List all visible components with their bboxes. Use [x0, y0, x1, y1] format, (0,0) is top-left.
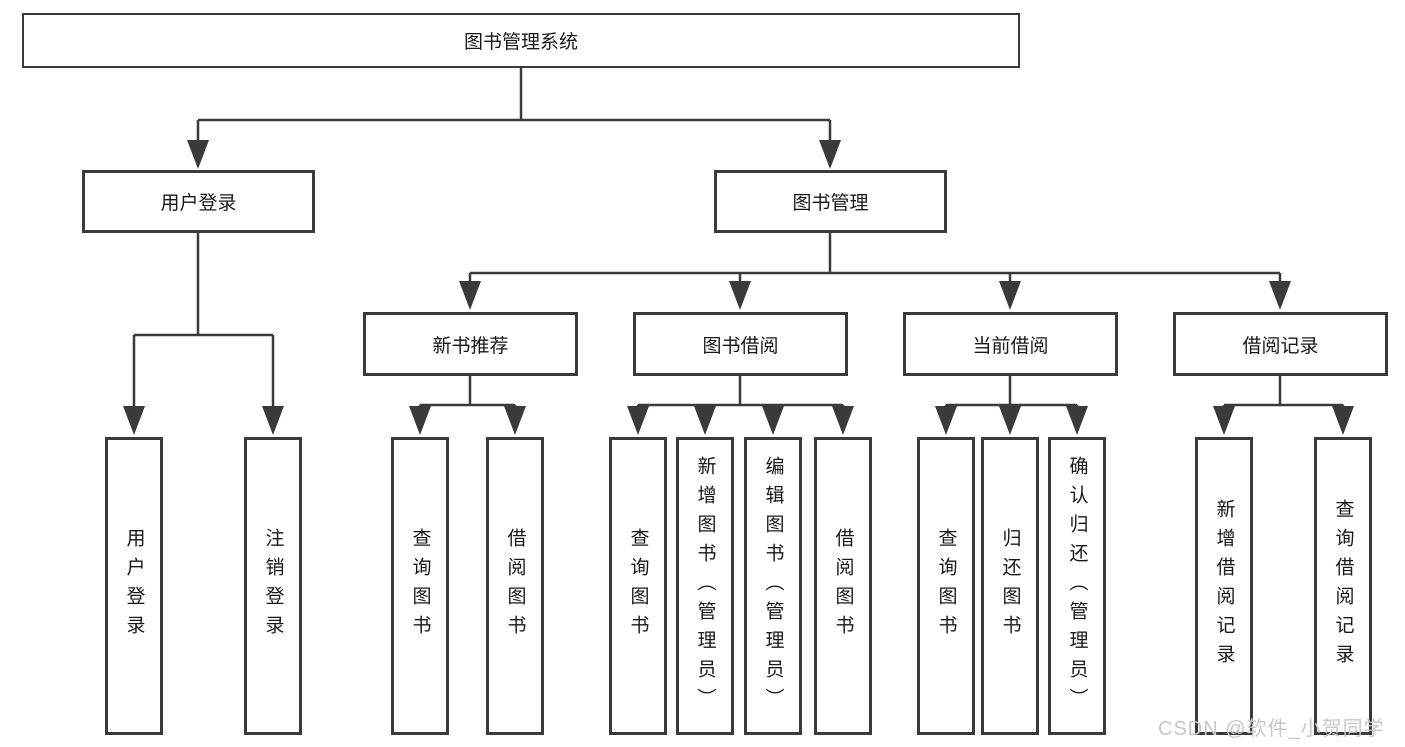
leaf-return-books-label: 归还图书 [999, 528, 1021, 644]
node-user-login-label: 用户登录 [160, 193, 237, 214]
leaf-search-books-current-label: 查询图书 [935, 528, 957, 644]
node-root-system: 图书管理系统 [22, 13, 1020, 68]
node-book-borrow: 图书借阅 [633, 312, 848, 376]
node-user-login: 用户登录 [82, 170, 315, 233]
node-root-label: 图书管理系统 [463, 32, 578, 53]
leaf-borrow-books: 借阅图书 [814, 437, 872, 735]
leaf-confirm-return-admin-label: 确认归还（管理员） [1066, 455, 1088, 717]
node-borrow-records: 借阅记录 [1173, 312, 1388, 376]
leaf-add-books-admin: 新增图书（管理员） [676, 437, 734, 735]
csdn-watermark: CSDN @软件_小贺同学 [1158, 718, 1385, 740]
leaf-add-books-admin-label: 新增图书（管理员） [694, 455, 716, 717]
node-current-borrow-label: 当前借阅 [972, 335, 1049, 357]
leaf-search-books-recommend: 查询图书 [391, 437, 449, 735]
leaf-logout-label: 注销登录 [262, 528, 284, 644]
leaf-user-login: 用户登录 [105, 437, 163, 735]
leaf-edit-books-admin-label: 编辑图书（管理员） [762, 455, 784, 717]
node-borrow-records-label: 借阅记录 [1242, 335, 1319, 357]
leaf-add-borrow-record-label: 新增借阅记录 [1213, 499, 1235, 673]
leaf-borrow-books-label: 借阅图书 [832, 528, 854, 644]
leaf-search-books-recommend-label: 查询图书 [409, 528, 431, 644]
leaf-search-borrow-record: 查询借阅记录 [1314, 437, 1372, 735]
leaf-search-books-borrow: 查询图书 [609, 437, 667, 735]
node-new-book-recommend-label: 新书推荐 [432, 335, 509, 357]
node-book-management: 图书管理 [714, 170, 947, 233]
leaf-confirm-return-admin: 确认归还（管理员） [1048, 437, 1106, 735]
node-book-borrow-label: 图书借阅 [702, 335, 779, 357]
leaf-borrow-books-recommend: 借阅图书 [486, 437, 544, 735]
leaf-logout: 注销登录 [244, 437, 302, 735]
leaf-user-login-label: 用户登录 [123, 528, 145, 644]
leaf-borrow-books-recommend-label: 借阅图书 [504, 528, 526, 644]
node-new-book-recommend: 新书推荐 [363, 312, 578, 376]
leaf-return-books: 归还图书 [981, 437, 1039, 735]
leaf-search-books-current: 查询图书 [917, 437, 975, 735]
leaf-edit-books-admin: 编辑图书（管理员） [744, 437, 802, 735]
leaf-search-books-borrow-label: 查询图书 [627, 528, 649, 644]
arrowhead-icons [123, 140, 1354, 435]
leaf-search-borrow-record-label: 查询借阅记录 [1332, 499, 1354, 673]
node-current-borrow: 当前借阅 [903, 312, 1118, 376]
node-book-management-label: 图书管理 [792, 193, 869, 214]
leaf-add-borrow-record: 新增借阅记录 [1195, 437, 1253, 735]
